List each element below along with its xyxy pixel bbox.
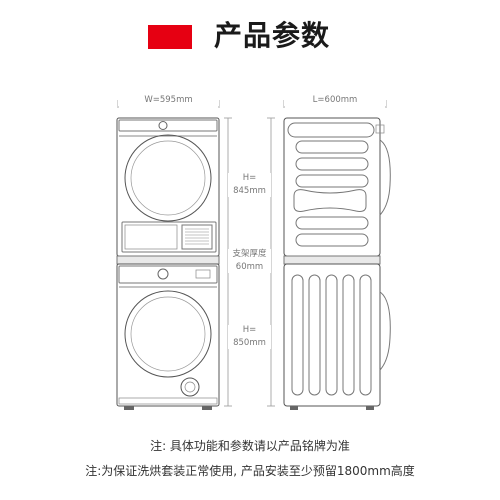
washer-filter-cap — [180, 377, 200, 397]
header-accent-block — [148, 25, 192, 49]
note-nameplate: 注: 具体功能和参数请以产品铭牌为准 — [150, 439, 350, 453]
upper-height-value: 845mm — [233, 186, 266, 196]
washer-side-body — [283, 263, 381, 407]
dryer-knob — [158, 121, 168, 130]
water-tank — [124, 224, 178, 250]
upper-height-prefix: H= — [242, 173, 257, 183]
dryer-door-bulge — [379, 139, 391, 216]
stand-thickness-title: 支架厚度 — [232, 249, 267, 259]
side-view — [283, 117, 391, 410]
note-install-height: 注:为保证洗烘套装正常使用, 产品安装至少预留1800mm高度 — [85, 464, 415, 478]
washer-side-rib — [291, 274, 304, 396]
page-title: 产品参数 — [214, 19, 331, 52]
stand-side — [283, 255, 381, 265]
stacking-stand — [116, 255, 220, 265]
lower-height-label: H= 850mm — [228, 325, 271, 349]
length-label: L=600mm — [284, 95, 386, 106]
washer-door — [124, 290, 212, 378]
lower-height-value: 850mm — [233, 338, 266, 348]
dryer-control-panel — [118, 119, 218, 132]
dryer-filter-vent — [181, 224, 213, 250]
washer-knob — [157, 268, 169, 280]
width-label: W=595mm — [118, 95, 219, 106]
washer-control-panel — [118, 265, 218, 284]
upper-height-label: H= 845mm — [228, 173, 271, 197]
dryer-side-rib — [287, 122, 375, 138]
stand-thickness-label: 支架厚度 60mm — [228, 249, 271, 273]
dryer-bottom-panel — [121, 221, 217, 253]
height-dimension-line-right — [267, 117, 275, 407]
lower-height-prefix: H= — [242, 325, 257, 335]
stand-thickness-value: 60mm — [235, 262, 264, 272]
front-view — [116, 117, 220, 410]
dryer-door — [124, 134, 212, 222]
washer-body — [116, 263, 220, 407]
washer-door-bulge — [379, 291, 391, 371]
